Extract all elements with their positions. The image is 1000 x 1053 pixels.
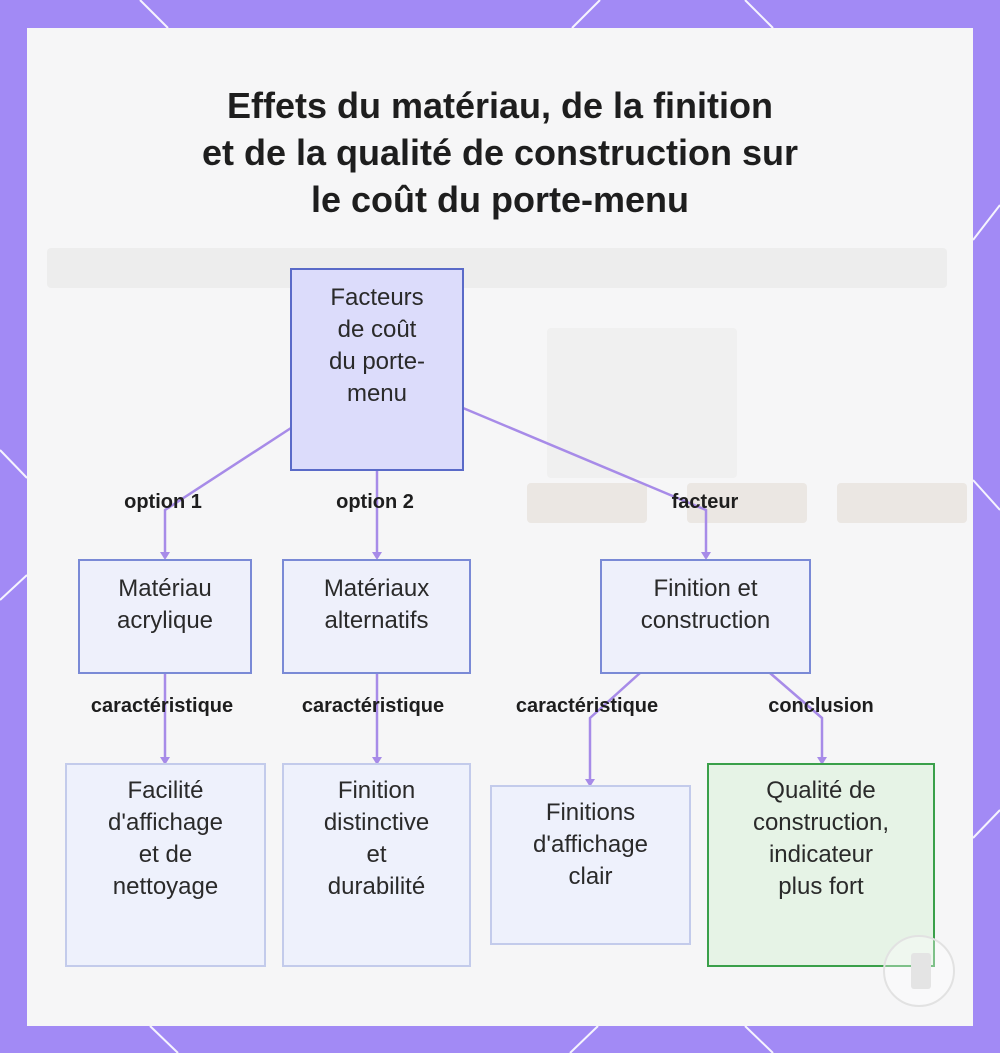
edge-label-characteristic-2: caractéristique [301,695,445,717]
node-alternatives: Matériaux alternatifs [282,559,471,674]
connector-finish-quality [769,672,824,763]
diagram-title: Effets du matériau, de la finition et de… [0,82,1000,223]
node-leaf-acrylic: Facilité d'affichage et de nettoyage [65,763,266,967]
edge-label-option-2: option 2 [336,491,414,513]
edge-label-conclusion: conclusion [768,695,874,717]
phone-badge [883,935,955,1007]
edge-label-factor: facteur [671,491,739,513]
title-line-1: Effets du matériau, de la finition [226,85,774,126]
node-leaf-quality: Qualité de construction, indicateur plus… [707,763,935,967]
node-acrylic: Matériau acrylique [78,559,252,674]
node-finish: Finition et construction [600,559,811,674]
connector-root-finish [462,406,708,558]
node-leaf-alternatives: Finition distinctive et durabilité [282,763,471,967]
edge-label-characteristic-3: caractéristique [515,695,659,717]
edge-label-option-1: option 1 [124,491,202,513]
edge-label-characteristic-1: caractéristique [90,695,234,717]
title-line-3: le coût du porte-menu [311,179,689,220]
title-line-2: et de la qualité de construction sur [201,132,799,173]
connector-root-acrylic [163,426,292,558]
node-leaf-finish: Finitions d'affichage clair [490,785,691,945]
connector-finish-leaf [588,672,641,785]
phone-icon [911,953,931,989]
node-root: Facteurs de coût du porte- menu [290,268,464,471]
